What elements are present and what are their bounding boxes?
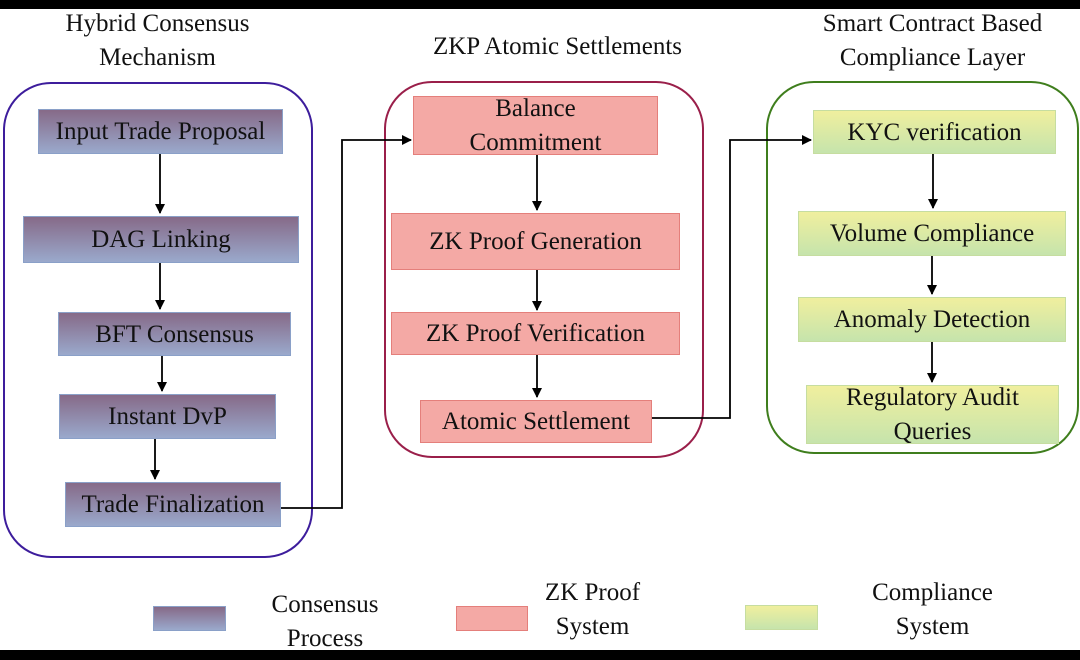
step-input-trade-proposal: Input Trade Proposal: [38, 109, 283, 154]
arrow-settlement-to-kyc: [652, 135, 812, 419]
step-regulatory-audit-queries: Regulatory Audit Queries: [806, 384, 1059, 445]
step-kyc-verification: KYC verification: [813, 110, 1056, 154]
legend-zk-label: ZK Proof System: [544, 579, 641, 640]
arrow-finalization-to-commitment: [281, 135, 412, 509]
compliance-group: [766, 81, 1079, 454]
step-atomic-settlement: Atomic Settlement: [420, 400, 652, 443]
step-zk-proof-generation: ZK Proof Generation: [391, 213, 680, 270]
legend-compliance-label: Compliance System: [872, 579, 993, 640]
step-dag-linking: DAG Linking: [23, 216, 299, 263]
step-volume-compliance: Volume Compliance: [798, 211, 1066, 256]
step-instant-dvp: Instant DvP: [59, 394, 276, 439]
legend-zk-swatch: [456, 606, 528, 631]
compliance-column-title: Smart Contract Based Compliance Layer: [822, 10, 1043, 71]
consensus-column-title: Hybrid Consensus Mechanism: [65, 10, 250, 71]
consensus-group: [3, 82, 313, 558]
legend-consensus-swatch: [153, 606, 226, 631]
legend-consensus-label: Consensus Process: [271, 591, 379, 652]
step-anomaly-detection: Anomaly Detection: [798, 297, 1066, 342]
bottom-border-band: [0, 650, 1080, 660]
step-zk-proof-verification: ZK Proof Verification: [391, 312, 680, 355]
legend-compliance-swatch: [745, 605, 818, 630]
top-border-band: [0, 0, 1080, 9]
step-bft-consensus: BFT Consensus: [58, 312, 291, 356]
zkp-group: [384, 81, 704, 458]
step-trade-finalization: Trade Finalization: [65, 482, 281, 527]
zkp-column-title: ZKP Atomic Settlements: [432, 33, 683, 60]
step-balance-commitment: Balance Commitment: [413, 95, 658, 156]
